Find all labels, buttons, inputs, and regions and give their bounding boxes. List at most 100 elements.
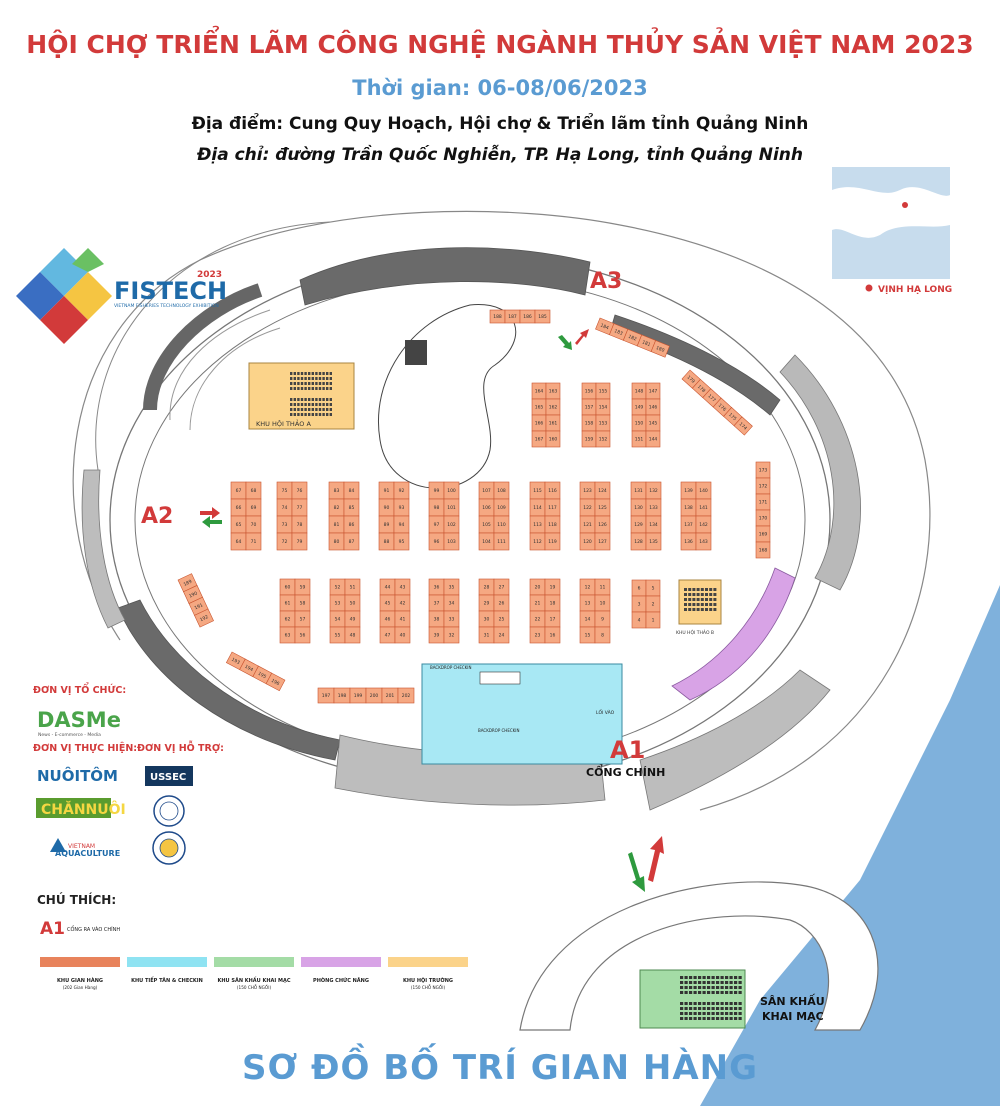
seat: [702, 976, 706, 979]
legend-sublabel: (150 CHỖ NGỒI): [411, 985, 446, 990]
seat: [734, 1002, 738, 1005]
seat: [725, 1002, 729, 1005]
booth-number: 161: [549, 421, 558, 427]
booth-number: 8: [601, 633, 604, 639]
seat: [297, 403, 300, 406]
booth[interactable]: [493, 626, 510, 644]
booth-number: 14: [585, 617, 591, 623]
implementer-logo-aquaculture: AQUACULTURE: [55, 849, 120, 858]
booth[interactable]: [645, 611, 661, 629]
booth-number: 121: [583, 522, 592, 528]
implementer-logo-nuoitom: NUÔITÔM: [37, 766, 118, 785]
booth[interactable]: [397, 687, 415, 704]
front-band-right: [639, 669, 831, 811]
booth[interactable]: [650, 340, 670, 358]
booth[interactable]: [343, 532, 360, 551]
booth-number: 167: [535, 437, 544, 443]
seat: [684, 588, 687, 591]
booth[interactable]: [545, 430, 561, 448]
seat: [716, 1007, 720, 1010]
seat: [680, 986, 684, 989]
booth[interactable]: [544, 532, 561, 551]
booth-number: 51: [350, 585, 356, 591]
seat: [720, 986, 724, 989]
booth[interactable]: [344, 626, 361, 644]
seat: [716, 976, 720, 979]
seminar-b-seats: [684, 588, 717, 611]
booth-number: 65: [236, 522, 242, 528]
booth[interactable]: [294, 626, 311, 644]
booth[interactable]: [595, 430, 611, 448]
booth[interactable]: [443, 626, 460, 644]
booth[interactable]: [733, 416, 753, 436]
staircase: [405, 340, 427, 365]
booth-number: 40: [400, 633, 406, 639]
booth-number: 185: [538, 314, 547, 320]
booth-number: 63: [285, 633, 291, 639]
booth-number: 57: [300, 617, 306, 623]
seat: [693, 986, 697, 989]
seat: [692, 593, 696, 596]
booth-number: 89: [384, 522, 390, 528]
seat: [293, 403, 296, 406]
seat: [326, 387, 329, 390]
booth-number: 55: [335, 633, 341, 639]
booth[interactable]: [194, 608, 214, 628]
booth[interactable]: [291, 532, 308, 551]
booth[interactable]: [394, 626, 411, 644]
seat: [705, 603, 708, 606]
seat: [300, 398, 304, 401]
booth[interactable]: [695, 532, 712, 551]
seat: [700, 588, 704, 591]
booth[interactable]: [245, 532, 262, 551]
seat: [290, 413, 293, 416]
booth[interactable]: [594, 532, 611, 551]
booth-number: 81: [334, 522, 340, 528]
seat: [696, 588, 700, 591]
seat: [322, 413, 325, 416]
seat: [290, 382, 293, 385]
seat: [713, 598, 717, 601]
logo-name: FISTECH: [114, 277, 227, 305]
booth[interactable]: [393, 532, 410, 551]
seat: [693, 976, 697, 979]
booth-number: 200: [370, 693, 379, 699]
backdrop-1: BACKDROP CHECKIN: [430, 665, 471, 670]
stage-area: [639, 969, 746, 1029]
booth[interactable]: [493, 532, 510, 551]
booth-number: 166: [535, 421, 544, 427]
seat: [308, 372, 311, 375]
seat: [684, 1017, 688, 1020]
seat: [716, 1017, 720, 1020]
implementer-logo-channuoi: CHĂNNUÔI: [41, 800, 126, 818]
booth[interactable]: [645, 430, 661, 448]
seat: [716, 1012, 720, 1015]
booth-number: 5: [652, 586, 655, 592]
booth[interactable]: [265, 672, 286, 692]
booth[interactable]: [534, 309, 551, 324]
booth-number: 21: [535, 601, 541, 607]
booth[interactable]: [755, 541, 771, 559]
booth[interactable]: [544, 626, 561, 644]
booth[interactable]: [645, 532, 662, 551]
seat: [329, 398, 332, 401]
booth-number: 43: [400, 585, 406, 591]
legend-sublabel: (202 Gian Hàng): [63, 985, 98, 990]
seat: [698, 1002, 702, 1005]
seat: [315, 403, 318, 406]
booth-number: 130: [634, 505, 643, 511]
seat: [725, 1012, 729, 1015]
booth-number: 187: [508, 314, 517, 320]
booth-number: 56: [300, 633, 306, 639]
seat: [702, 986, 706, 989]
booth[interactable]: [594, 626, 611, 644]
booth-number: 179: [686, 374, 696, 384]
booth[interactable]: [443, 532, 460, 551]
seat: [304, 372, 307, 375]
